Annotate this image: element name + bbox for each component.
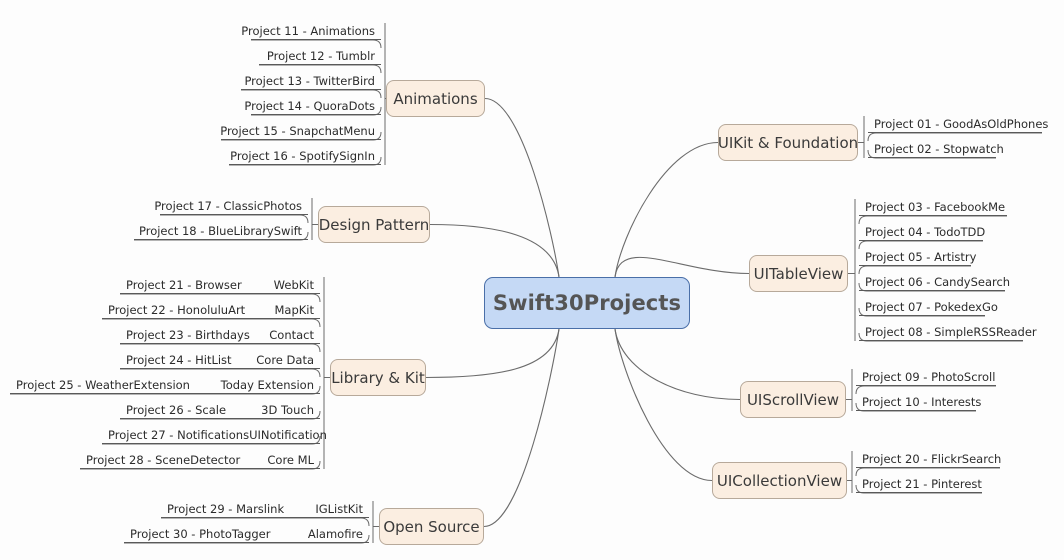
leaf-project-label: Project 07 - PokedexGo bbox=[865, 300, 998, 314]
leaf-project-label: Project 30 - PhotoTagger bbox=[130, 527, 271, 541]
leaf-project-label: Project 16 - SpotifySignIn bbox=[230, 149, 375, 163]
branch-node-design-pattern[interactable]: Design Pattern bbox=[318, 206, 430, 243]
branch-label: UITableView bbox=[753, 264, 844, 283]
leaf-node[interactable]: Project 26 - Scale 3D Touch bbox=[120, 395, 320, 419]
leaf-framework-label: Alamofire bbox=[307, 527, 363, 541]
leaf-project-label: Project 14 - QuoraDots bbox=[244, 99, 375, 113]
leaf-framework-label: WebKit bbox=[273, 278, 314, 292]
leaf-project-label: Project 01 - GoodAsOldPhones bbox=[874, 117, 1049, 131]
leaf-node[interactable]: Project 30 - PhotoTagger Alamofire bbox=[124, 519, 369, 543]
leaf-framework-label: Core ML bbox=[267, 453, 314, 467]
leaf-node[interactable]: Project 09 - PhotoScroll bbox=[856, 362, 996, 386]
leaf-framework-label: MapKit bbox=[274, 303, 314, 317]
leaf-node[interactable]: Project 28 - SceneDetector Core ML bbox=[80, 445, 320, 469]
branch-node-uitableview[interactable]: UITableView bbox=[749, 255, 848, 292]
leaf-project-label: Project 27 - NotificationsUI bbox=[108, 428, 261, 442]
leaf-framework-label: Notification bbox=[260, 428, 327, 442]
leaf-project-label: Project 25 - WeatherExtension bbox=[16, 378, 190, 392]
leaf-project-label: Project 29 - Marslink bbox=[167, 502, 285, 516]
leaf-project-label: Project 06 - CandySearch bbox=[865, 275, 1011, 289]
leaf-project-label: Project 11 - Animations bbox=[241, 24, 375, 38]
branch-label: UIKit & Foundation bbox=[717, 133, 859, 152]
leaf-node[interactable]: Project 23 - Birthdays Contact bbox=[120, 320, 320, 344]
leaf-project-label: Project 03 - FacebookMe bbox=[865, 200, 1006, 214]
leaf-node[interactable]: Project 24 - HitList Core Data bbox=[120, 345, 320, 369]
leaf-project-label: Project 15 - SnapchatMenu bbox=[220, 124, 375, 138]
branch-label: UIScrollView bbox=[746, 390, 840, 409]
leaf-project-label: Project 24 - HitList bbox=[126, 353, 232, 367]
branch-node-uikit-foundation[interactable]: UIKit & Foundation bbox=[718, 124, 858, 161]
leaf-project-label: Project 12 - Tumblr bbox=[266, 49, 375, 63]
leaf-project-label: Project 23 - Birthdays bbox=[126, 328, 250, 342]
leaf-node[interactable]: Project 11 - Animations bbox=[241, 16, 381, 40]
leaf-node[interactable]: Project 07 - PokedexGo bbox=[859, 292, 998, 316]
leaf-project-label: Project 04 - TodoTDD bbox=[865, 225, 986, 239]
leaf-node[interactable]: Project 18 - BlueLibrarySwift bbox=[134, 216, 308, 240]
leaf-node[interactable]: Project 13 - TwitterBird bbox=[241, 66, 381, 90]
leaf-framework-label: Core Data bbox=[256, 353, 314, 367]
leaf-project-label: Project 13 - TwitterBird bbox=[244, 74, 375, 88]
leaf-node[interactable]: Project 22 - HonoluluArt MapKit bbox=[102, 295, 320, 319]
leaf-project-label: Project 28 - SceneDetector bbox=[86, 453, 241, 467]
leaf-node[interactable]: Project 05 - Artistry bbox=[859, 242, 976, 266]
leaf-node[interactable]: Project 03 - FacebookMe bbox=[859, 192, 1007, 216]
leaf-node[interactable]: Project 02 - Stopwatch bbox=[868, 134, 1004, 158]
leaf-node[interactable]: Project 04 - TodoTDD bbox=[859, 217, 986, 241]
leaf-node[interactable]: Project 01 - GoodAsOldPhones bbox=[868, 109, 1048, 133]
leaf-project-label: Project 22 - HonoluluArt bbox=[108, 303, 246, 317]
leaf-node[interactable]: Project 25 - WeatherExtension Today Exten… bbox=[10, 370, 320, 394]
branch-node-uiscrollview[interactable]: UIScrollView bbox=[740, 381, 846, 418]
leaf-framework-label: IGListKit bbox=[315, 502, 363, 516]
branch-label: Library & Kit bbox=[331, 368, 425, 387]
leaf-project-label: Project 10 - Interests bbox=[862, 395, 982, 409]
leaf-project-label: Project 08 - SimpleRSSReader bbox=[865, 325, 1037, 339]
branch-label: Open Source bbox=[383, 517, 480, 536]
leaf-framework-label: Today Extension bbox=[220, 378, 314, 392]
leaf-node[interactable]: Project 17 - ClassicPhotos bbox=[154, 191, 308, 215]
leaf-node[interactable]: Project 16 - SpotifySignIn bbox=[229, 141, 381, 165]
leaf-project-label: Project 18 - BlueLibrarySwift bbox=[138, 224, 302, 238]
leaf-node[interactable]: Project 08 - SimpleRSSReader bbox=[859, 317, 1037, 341]
branch-label: Animations bbox=[393, 89, 478, 108]
branch-node-open-source[interactable]: Open Source bbox=[379, 508, 484, 545]
leaf-node[interactable]: Project 21 - Pinterest bbox=[856, 469, 982, 493]
leaf-node[interactable]: Project 21 - Browser WebKit bbox=[120, 270, 320, 294]
leaf-framework-label: 3D Touch bbox=[261, 403, 314, 417]
branch-node-library-kit[interactable]: Library & Kit bbox=[330, 359, 426, 396]
leaf-project-label: Project 20 - FlickrSearch bbox=[862, 452, 1002, 466]
leaf-node[interactable]: Project 10 - Interests bbox=[856, 387, 981, 411]
leaf-node[interactable]: Project 06 - CandySearch bbox=[859, 267, 1010, 291]
leaf-node[interactable]: Project 29 - Marslink IGListKit bbox=[161, 494, 369, 518]
leaf-node[interactable]: Project 20 - FlickrSearch bbox=[856, 444, 1002, 468]
leaf-project-label: Project 26 - Scale bbox=[126, 403, 227, 417]
leaf-node[interactable]: Project 15 - SnapchatMenu bbox=[220, 116, 381, 140]
branch-node-uicollectionview[interactable]: UICollectionView bbox=[712, 462, 847, 499]
leaf-project-label: Project 21 - Browser bbox=[126, 278, 242, 292]
leaf-node[interactable]: Project 14 - QuoraDots bbox=[244, 91, 381, 115]
branch-label: Design Pattern bbox=[318, 215, 430, 234]
leaf-project-label: Project 17 - ClassicPhotos bbox=[154, 199, 302, 213]
root-node-swift30projects[interactable]: Swift30Projects bbox=[484, 277, 690, 329]
leaf-project-label: Project 09 - PhotoScroll bbox=[862, 370, 996, 384]
leaf-node[interactable]: Project 12 - Tumblr bbox=[259, 41, 381, 65]
branch-label: UICollectionView bbox=[716, 471, 843, 490]
leaf-project-label: Project 05 - Artistry bbox=[865, 250, 977, 264]
leaf-project-label: Project 21 - Pinterest bbox=[862, 477, 982, 491]
leaf-project-label: Project 02 - Stopwatch bbox=[874, 142, 1004, 156]
leaf-framework-label: Contact bbox=[269, 328, 314, 342]
branch-node-animations[interactable]: Animations bbox=[386, 80, 485, 117]
